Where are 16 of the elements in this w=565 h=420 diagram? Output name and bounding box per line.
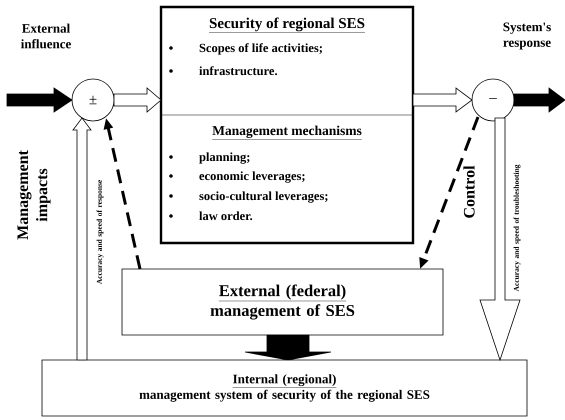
side-label: External influence — [21, 24, 71, 48]
block-arrow — [114, 87, 162, 113]
summing-junction: ± — [72, 78, 114, 122]
block-arrow — [514, 87, 565, 113]
side-label: System's response — [503, 22, 551, 50]
block-arrow — [6, 87, 73, 113]
security-panel: Security of regional SES Scopes of life activities; infrastructure. Management mechanisms planning; economic leverages; socio-cultural leverages; law order. — [160, 6, 414, 244]
process-box: External (federal) management of SES — [122, 268, 444, 336]
block-arrow — [72, 117, 92, 360]
block-arrow — [479, 118, 521, 362]
process-box: Internal (regional) management system of security of the regional SES — [42, 360, 528, 416]
rotated-label: Management impacts — [17, 150, 51, 240]
rotated-label: Control — [463, 166, 475, 218]
block-arrow — [412, 87, 473, 113]
summing-junction: – — [472, 78, 514, 122]
block-arrow — [244, 334, 332, 360]
